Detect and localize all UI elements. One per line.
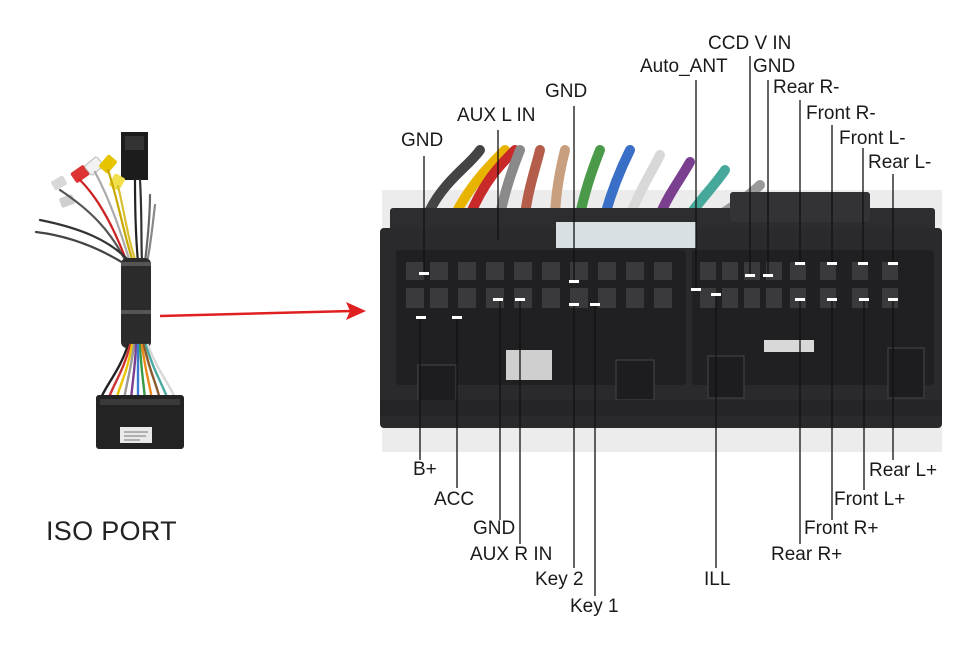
label-key-1: Key 1 xyxy=(570,596,619,617)
label-aux-r-in: AUX R IN xyxy=(470,544,553,565)
connector-photo xyxy=(380,145,942,452)
label-aux-l-in: AUX L IN xyxy=(457,105,536,126)
label-front-l-plus: Front L+ xyxy=(834,489,906,510)
label-front-r-plus: Front R+ xyxy=(804,518,879,539)
leader-lines xyxy=(419,56,894,596)
label-ill: ILL xyxy=(704,569,731,590)
label-rear-l-plus: Rear L+ xyxy=(869,460,938,481)
rca-plugs xyxy=(51,154,125,208)
label-gnd-left: GND xyxy=(401,130,444,151)
arrow-icon xyxy=(159,302,366,320)
label-rear-r-plus: Rear R+ xyxy=(771,544,843,565)
label-rear-l-minus: Rear L- xyxy=(868,152,932,173)
wire-harness-illustration xyxy=(34,132,184,449)
label-gnd-right: GND xyxy=(753,56,796,77)
label-gnd-bottom: GND xyxy=(473,518,516,539)
label-front-l-minus: Front L- xyxy=(839,128,906,149)
label-rear-r-minus: Rear R- xyxy=(773,77,840,98)
label-ccd-v-in: CCD V IN xyxy=(708,33,792,54)
iso-port-title: ISO PORT xyxy=(46,516,177,546)
label-front-r-minus: Front R- xyxy=(806,103,876,124)
label-b-plus: B+ xyxy=(413,459,437,480)
label-acc: ACC xyxy=(434,489,475,510)
label-gnd-mid: GND xyxy=(545,81,588,102)
label-auto-ant: Auto_ANT xyxy=(640,56,728,77)
label-key-2: Key 2 xyxy=(535,569,584,590)
pin-markers xyxy=(416,262,898,319)
